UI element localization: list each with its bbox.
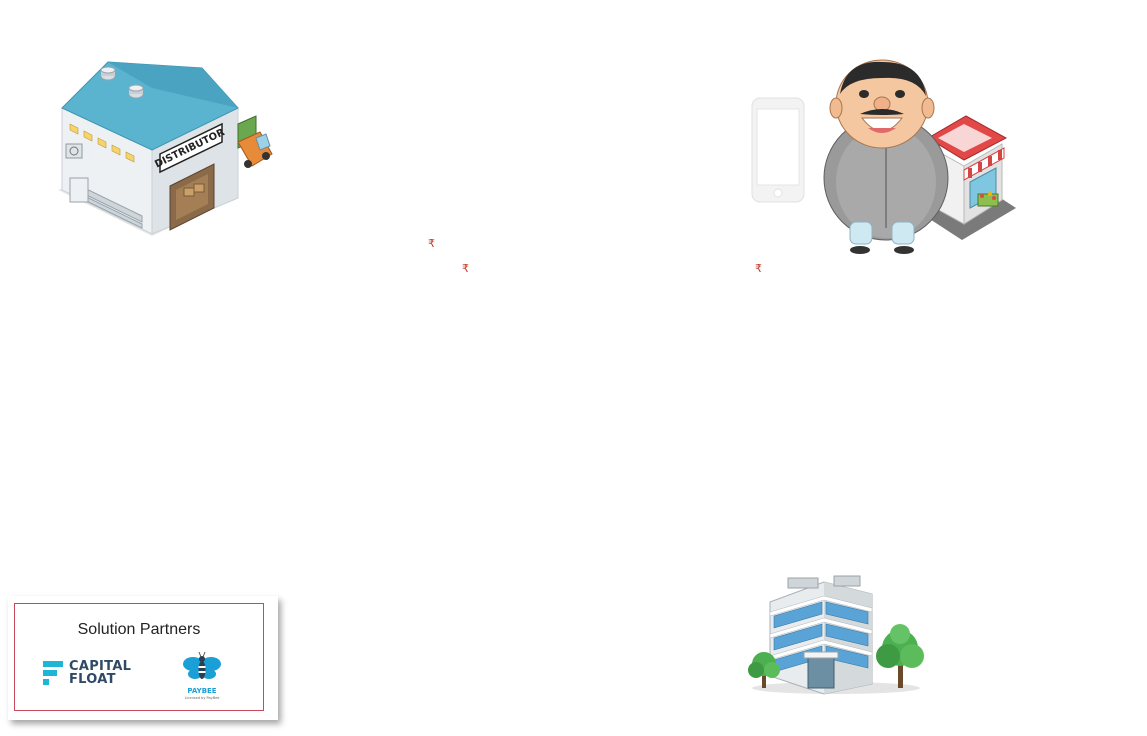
roof-vent-icon	[128, 84, 144, 99]
capital-float-wordmark: CAPITAL FLOAT	[69, 660, 131, 686]
solution-partners-card: Solution Partners CAPITAL FLOAT	[8, 596, 278, 720]
shopkeeper-illustration	[823, 59, 1016, 254]
capital-float-line2: FLOAT	[69, 672, 116, 687]
paybee-tagline: Licensed by PayBee	[184, 696, 220, 700]
capital-float-line1: CAPITAL	[69, 659, 132, 674]
rupee-symbol: ₹	[462, 262, 469, 275]
capital-float-mark-icon	[43, 661, 63, 685]
paybee-logo: PAYBEE Licensed by PayBee	[181, 650, 223, 706]
roof-vent-icon	[100, 66, 116, 81]
tree-icon	[748, 652, 780, 688]
delivery-truck-icon	[237, 115, 273, 168]
rupee-symbol: ₹	[755, 262, 762, 275]
smartphone-icon	[751, 97, 805, 203]
office-building-illustration	[748, 575, 924, 695]
rupee-symbol: ₹	[428, 237, 435, 250]
paybee-wordmark: PAYBEE	[187, 687, 217, 695]
solution-partners-frame: Solution Partners CAPITAL FLOAT	[14, 603, 264, 711]
tree-icon	[876, 624, 924, 688]
capital-float-logo: CAPITAL FLOAT	[43, 660, 143, 690]
distributor-warehouse-illustration: DISTRIBUTOR	[58, 61, 273, 236]
solution-partners-title: Solution Partners	[77, 621, 201, 638]
bee-icon	[183, 651, 221, 679]
